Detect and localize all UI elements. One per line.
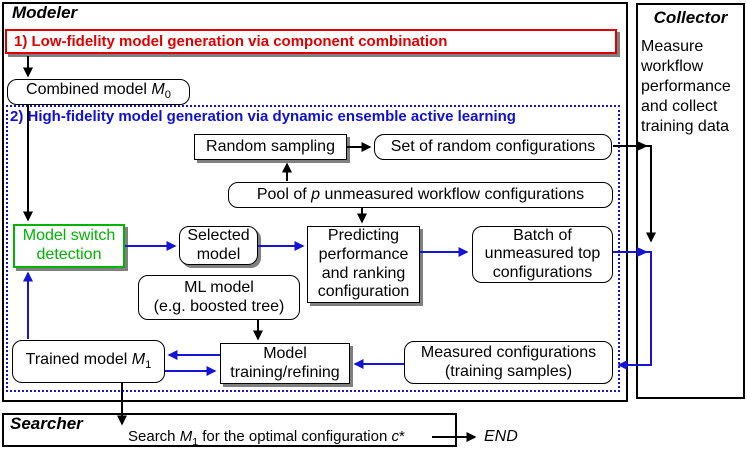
box-selected-model: Selected model xyxy=(179,226,258,265)
modeler-title: Modeler xyxy=(12,3,78,22)
collector-title: Collector xyxy=(653,8,728,27)
end-label: END xyxy=(484,428,518,445)
box-predicting: Predicting performance and ranking confi… xyxy=(307,226,420,303)
step1-banner: 1) Low-fidelity model generation via com… xyxy=(5,29,617,54)
random-set-label: Set of random configurations xyxy=(390,137,596,155)
box-model-training: Model training/refining xyxy=(220,343,350,384)
pool-label: Pool of p unmeasured workflow configurat… xyxy=(256,185,585,203)
box-trained-model: Trained model M1 xyxy=(12,340,165,383)
trained-model-label: Trained model M1 xyxy=(25,350,152,372)
box-ml-model: ML model (e.g. boosted tree) xyxy=(138,275,300,320)
step2-region xyxy=(6,105,620,392)
model-switch-line2: detection xyxy=(36,246,102,263)
box-batch: Batch of unmeasured top configurations xyxy=(472,226,613,283)
model-switch-line1: Model switch xyxy=(22,227,116,245)
box-pool: Pool of p unmeasured workflow configurat… xyxy=(228,182,613,208)
random-sampling-label: Random sampling xyxy=(206,137,335,155)
box-random-set: Set of random configurations xyxy=(374,134,612,160)
box-combined-model: Combined model M0 xyxy=(7,79,190,105)
box-random-sampling: Random sampling xyxy=(194,134,347,160)
step2-title: 2) High-fidelity model generation via dy… xyxy=(10,108,516,125)
step1-title: 1) Low-fidelity model generation via com… xyxy=(14,32,448,50)
collector-body: Measure workflow performance and collect… xyxy=(641,38,731,135)
box-model-switch-detection: Model switch detection xyxy=(13,224,125,268)
combined-model-label: Combined model M0 xyxy=(26,81,171,102)
box-measured: Measured configurations (training sample… xyxy=(404,341,613,384)
searcher-title: Searcher xyxy=(10,414,83,433)
searcher-text: Search M1 for the optimal configuration … xyxy=(128,428,405,448)
searcher-frame xyxy=(2,413,457,447)
